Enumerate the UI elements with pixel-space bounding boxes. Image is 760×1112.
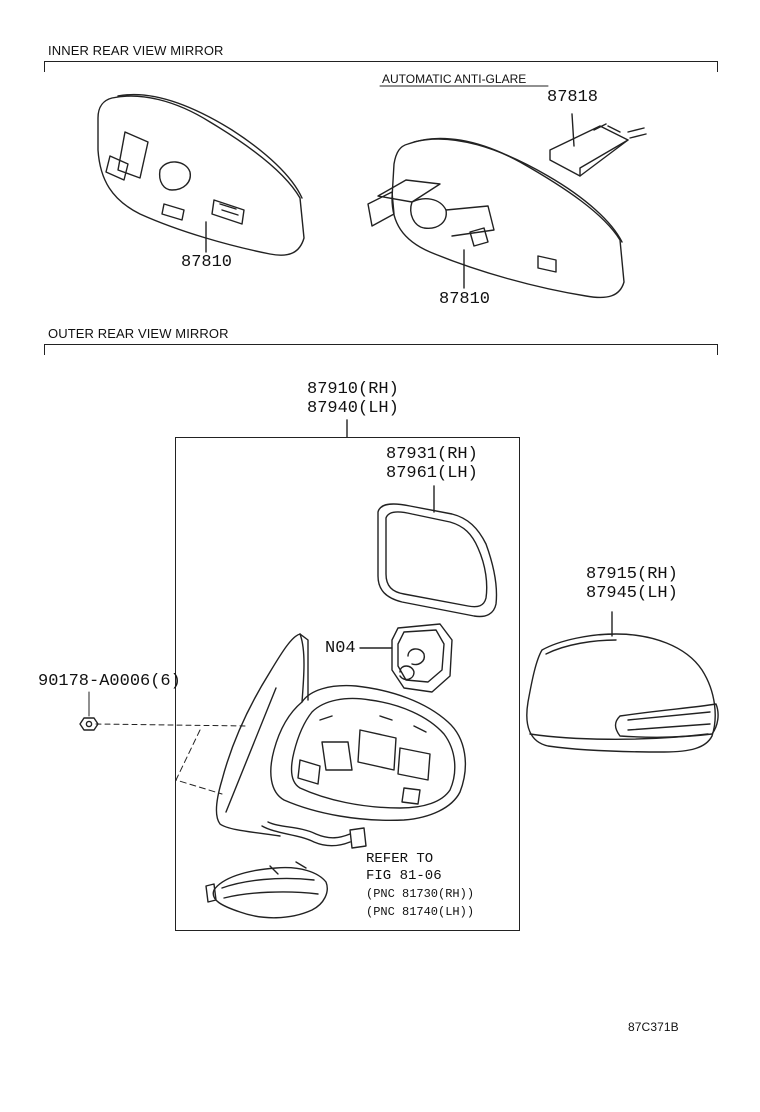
auto-anti-glare-label: AUTOMATIC ANTI-GLARE [382,72,527,86]
mirror-assembly-box [175,437,520,931]
turn-signal-illustration [205,861,328,919]
inner-mirror-right-illustration [367,85,647,299]
part-number-mirror-lh[interactable]: 87961(LH) [386,464,478,483]
inner-mirror-left-illustration [97,93,305,256]
mirror-glass-illustration [377,485,498,618]
part-number-nut[interactable]: 90178-A0006(6) [38,672,181,691]
refer-note-fig-link[interactable]: FIG 81-06 [366,868,442,884]
part-number-cover-rh[interactable]: 87915(RH) [586,565,678,584]
inner-section-bracket [44,61,718,72]
part-number-cover-lh[interactable]: 87945(LH) [586,584,678,603]
refer-note-pnc-rh: (PNC 81730(RH)) [366,887,475,901]
outer-section-bracket [44,344,718,355]
part-number-assembly-lh[interactable]: 87940(LH) [307,399,399,418]
nut-illustration [79,691,99,731]
figure-code: 87C371B [628,1020,679,1034]
part-number-mirror-rh[interactable]: 87931(RH) [386,445,478,464]
part-number-motor[interactable]: N04 [325,639,356,658]
outer-mirror-section-title: OUTER REAR VIEW MIRROR [48,326,229,341]
mirror-cover-illustration [526,611,719,753]
inner-mirror-section-title: INNER REAR VIEW MIRROR [48,43,224,58]
part-number-87818[interactable]: 87818 [547,88,599,107]
part-number-assembly-rh[interactable]: 87910(RH) [307,380,399,399]
refer-note-line-1: REFER TO [366,851,434,867]
mirror-housing-illustration [95,633,467,849]
refer-note-pnc-lh: (PNC 81740(LH)) [366,905,475,919]
part-number-87810-anti-glare[interactable]: 87810 [439,290,491,309]
mirror-motor-illustration [359,623,453,693]
part-number-87810-standard[interactable]: 87810 [181,253,233,272]
